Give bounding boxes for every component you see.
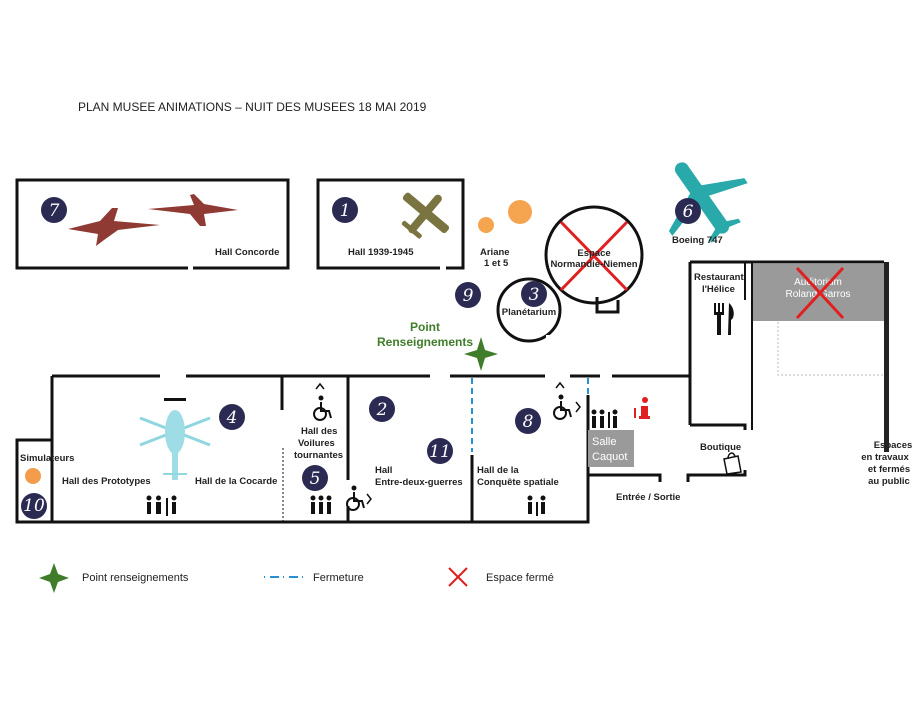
voilures-label-2: Voilures	[298, 438, 335, 449]
svg-text:7: 7	[49, 201, 60, 221]
point-label-1: Point	[410, 320, 440, 334]
boutique-label: Boutique	[700, 442, 741, 453]
legend-star-icon	[39, 563, 69, 593]
boeing-label: Boeing 747	[672, 235, 723, 246]
works-wall	[884, 262, 889, 452]
walls	[15, 178, 884, 524]
travaux-dotted-zone	[777, 322, 884, 376]
entre-label-2: Entre-deux-guerres	[375, 477, 463, 488]
plane-icon	[401, 192, 450, 239]
ariane-label-2: 1 et 5	[484, 258, 509, 269]
cross-icon-auditorium	[795, 266, 845, 320]
wheelchair-icon-3	[553, 381, 581, 420]
marker-10: 10	[21, 493, 47, 519]
marker-2: 2	[369, 396, 395, 422]
marker-9: 9	[455, 282, 481, 308]
planetarium-label: Planétarium	[502, 307, 556, 318]
ariane-dot-small	[478, 217, 494, 233]
info-icon	[634, 397, 650, 419]
legend: Point renseignements Fermeture Espace fe…	[39, 563, 554, 593]
marker-3: 3	[521, 281, 547, 307]
voilures-label-3: tournantes	[294, 450, 343, 461]
restroom-icon-4	[591, 409, 618, 428]
restroom-icon-3	[527, 495, 546, 516]
salle-caquot-block	[588, 430, 634, 467]
svg-text:2: 2	[376, 400, 388, 420]
conquete-label-2: Conquête spatiale	[477, 477, 559, 488]
marker-11: 11	[427, 438, 453, 464]
legend-ferme-label: Espace fermé	[486, 572, 554, 584]
legend-cross-icon	[448, 567, 468, 587]
map-title: PLAN MUSEE ANIMATIONS – NUIT DES MUSEES …	[78, 100, 427, 114]
travaux-label-4: au public	[868, 476, 910, 487]
simulateurs-dot	[25, 468, 41, 484]
ariane-label-1: Ariane	[480, 247, 510, 258]
svg-text:9: 9	[463, 286, 474, 306]
concorde-icon	[68, 194, 238, 246]
point-label-2: Renseignements	[377, 335, 473, 349]
svg-text:8: 8	[523, 412, 534, 432]
ariane-dot-large	[508, 200, 532, 224]
normandie-circle	[544, 205, 644, 305]
svg-text:10: 10	[23, 496, 45, 516]
marker-6: 6	[675, 198, 701, 224]
entre-label-1: Hall	[375, 465, 392, 476]
entree-label: Entrée / Sortie	[616, 492, 680, 503]
svg-text:6: 6	[683, 202, 694, 222]
normandie-label-1: Espace	[577, 248, 610, 259]
hall-cocarde-label: Hall de la Cocarde	[195, 476, 277, 487]
hall-concorde-label: Hall Concorde	[215, 247, 279, 258]
planetarium-door	[546, 335, 556, 343]
simulateurs-label: Simulateurs	[20, 453, 74, 464]
star-icon	[464, 337, 498, 371]
svg-text:5: 5	[310, 469, 321, 489]
normandie-label-2: Normandie-Niemen	[550, 259, 637, 270]
wheelchair-icon-2	[346, 485, 372, 511]
legend-fermeture-label: Fermeture	[313, 572, 364, 584]
cutlery-icon	[714, 303, 734, 335]
marker-8: 8	[515, 408, 541, 434]
travaux-label-2: en travaux	[861, 452, 909, 463]
helicopter-bar	[164, 398, 186, 401]
travaux-label-1: Espaces	[874, 440, 913, 451]
helicopter-icon	[139, 410, 211, 480]
salle-caquot-label-1: Salle	[592, 436, 616, 448]
cross-icon	[559, 220, 629, 292]
hall-prototypes-label: Hall des Prototypes	[62, 476, 151, 487]
svg-text:1: 1	[340, 201, 351, 221]
conquete-label-1: Hall de la	[477, 465, 519, 476]
marker-4: 4	[219, 404, 245, 430]
marker-1: 1	[332, 197, 358, 223]
marker-5: 5	[302, 465, 328, 491]
closure-lines	[471, 378, 589, 452]
svg-text:3: 3	[529, 285, 540, 305]
salle-caquot-label-2: Caquot	[592, 451, 627, 463]
wheelchair-icon	[313, 382, 332, 421]
hall-1939-label: Hall 1939-1945	[348, 247, 414, 258]
svg-text:11: 11	[429, 442, 451, 462]
restroom-icon-2	[310, 495, 332, 514]
legend-point-label: Point renseignements	[82, 572, 189, 584]
restaurant-label-1: Restaurant	[694, 272, 744, 283]
number-markers: 7 1 6 9 3 4 2 8 11 5 10	[21, 197, 701, 519]
shopping-bag-icon	[723, 452, 742, 475]
voilures-label-1: Hall des	[301, 426, 337, 437]
auditorium-label-1: Auditorium	[794, 277, 842, 288]
svg-text:4: 4	[226, 408, 238, 428]
restaurant-label-2: l'Hélice	[702, 284, 735, 295]
travaux-label-3: et fermés	[868, 464, 910, 475]
marker-7: 7	[41, 197, 67, 223]
restroom-icon	[146, 495, 177, 516]
